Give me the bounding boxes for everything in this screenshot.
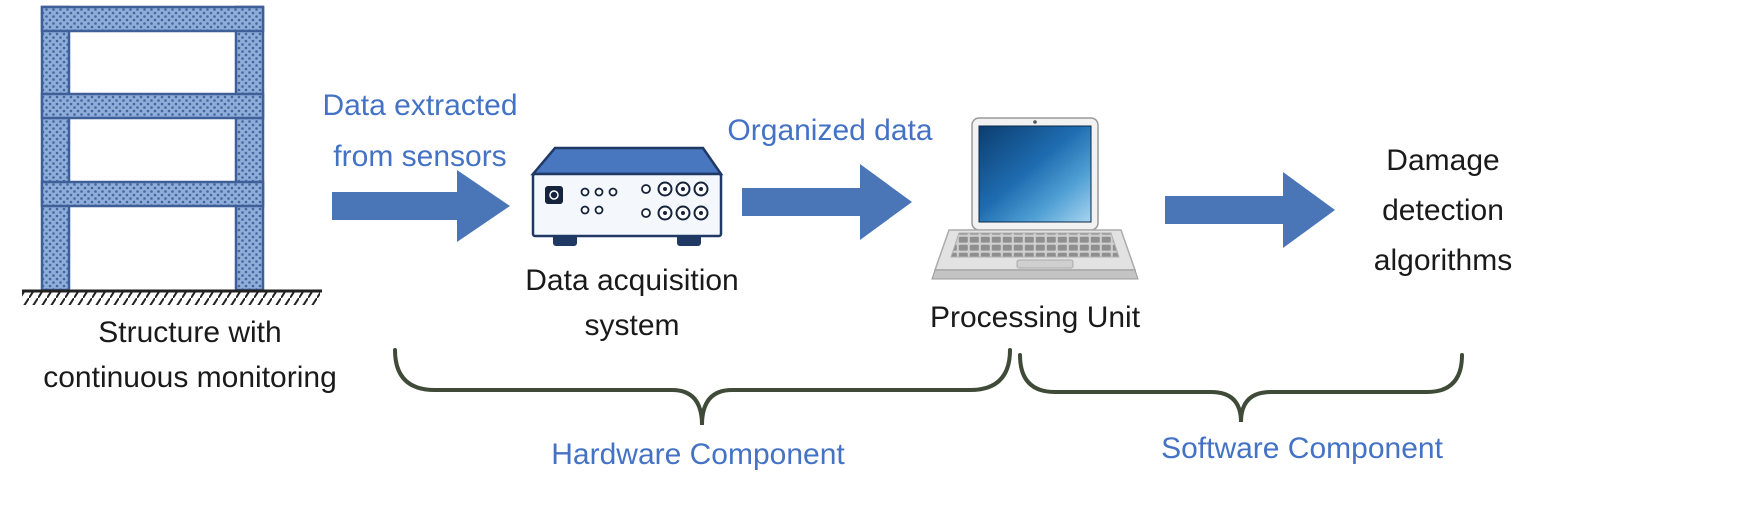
software-component-label: Software Component (1161, 432, 1443, 465)
laptop-keyboard (950, 232, 1120, 258)
brace-path (393, 348, 1012, 426)
laptop-touchpad (1016, 259, 1074, 269)
arrow-shape (1165, 172, 1335, 248)
structure-label: Structure with continuous monitoring (43, 316, 337, 394)
laptop-webcam-icon (1033, 120, 1037, 124)
hardware-brace-icon (393, 348, 1012, 426)
building-mid-beam (40, 92, 265, 120)
building-right-column (234, 5, 265, 292)
processing-unit-label: Processing Unit (929, 301, 1141, 334)
daq-knob (594, 187, 604, 197)
daq-led (641, 208, 651, 218)
building-left-column (40, 5, 71, 292)
daq-knob (594, 205, 604, 215)
output-arrow-icon (1165, 172, 1335, 248)
damage-detection-label: Damage detection algorithms (1373, 144, 1513, 278)
daq-front-panel (531, 172, 723, 238)
organized-data-arrow-icon (742, 164, 912, 240)
building-icon (22, 5, 322, 305)
daq-knob (608, 187, 618, 197)
laptop-screen (978, 125, 1092, 223)
ground-hatch-icon (22, 292, 320, 305)
daq-label: Data acquisition system (525, 264, 739, 342)
daq-knob (580, 205, 590, 215)
daq-device-icon (530, 146, 724, 246)
arrow-shape (332, 170, 510, 242)
organized-data-label: Organized data (727, 114, 933, 147)
laptop-icon (931, 117, 1139, 280)
software-brace-icon (1018, 353, 1464, 423)
laptop-front-edge (931, 269, 1139, 280)
daq-power-button (545, 186, 563, 204)
data-extracted-arrow-icon (332, 170, 510, 242)
hardware-component-label: Hardware Component (551, 438, 845, 471)
daq-knob (580, 187, 590, 197)
daq-top-face (530, 146, 724, 176)
building-lower-beam (40, 180, 265, 208)
daq-power-glyph (549, 190, 559, 200)
daq-led (641, 184, 651, 194)
arrow-shape (742, 164, 912, 240)
building-top-beam (40, 5, 265, 33)
daq-connector-bank (657, 181, 709, 221)
data-extracted-label: Data extracted from sensors (322, 89, 518, 173)
brace-path (1018, 353, 1464, 423)
